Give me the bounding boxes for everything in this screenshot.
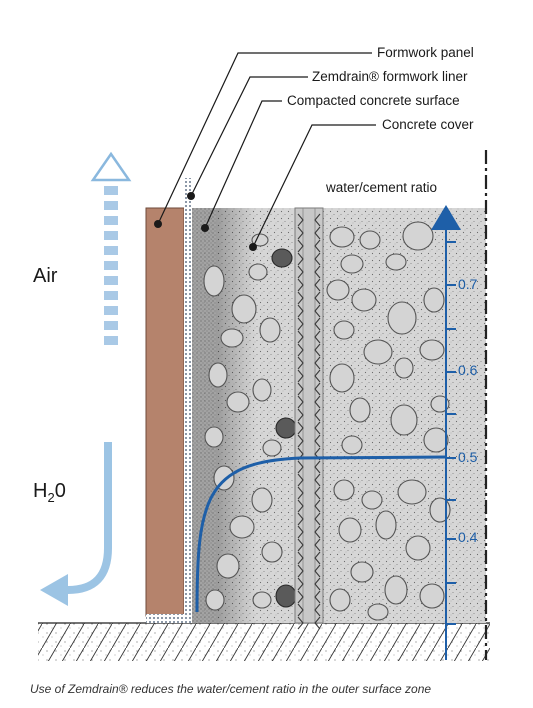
- air-label: Air: [33, 265, 58, 287]
- caption: Use of Zemdrain® reduces the water/cemen…: [30, 682, 432, 696]
- formwork-liner: [184, 178, 192, 623]
- tick-label-0-7: 0.7: [458, 276, 478, 292]
- formwork-panel: [145, 207, 185, 617]
- callout-compacted-surface: Compacted concrete surface: [287, 93, 460, 108]
- rebar: [294, 207, 324, 630]
- water-label: H20: [33, 480, 66, 505]
- callout-concrete-cover: Concrete cover: [382, 117, 474, 132]
- tick-label-0-6: 0.6: [458, 362, 478, 378]
- callout-leaders: [157, 52, 376, 248]
- callout-dots: [154, 192, 257, 251]
- concrete-block: [192, 208, 486, 623]
- wc-axis: [431, 205, 461, 660]
- callout-formwork-panel: Formwork panel: [377, 45, 474, 60]
- ground: [38, 622, 490, 661]
- callout-liner: Zemdrain® formwork liner: [312, 69, 468, 84]
- water-arrow: [40, 442, 112, 606]
- aggregate-stones: [203, 221, 451, 621]
- tick-label-0-4: 0.4: [458, 529, 478, 545]
- air-arrow: [90, 151, 132, 345]
- wc-curve: [195, 455, 447, 613]
- axis-title: water/cement ratio: [326, 180, 438, 195]
- tick-label-0-5: 0.5: [458, 449, 478, 465]
